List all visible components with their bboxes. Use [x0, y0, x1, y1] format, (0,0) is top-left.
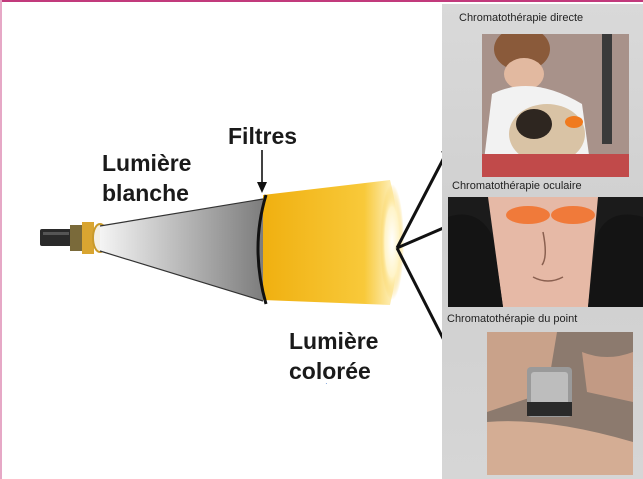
photo-panel: Chromatothérapie directe Chromatothérapi…	[442, 4, 643, 479]
filter-pointer-arrow	[257, 150, 267, 193]
colored-light-line2: colorée	[289, 356, 378, 386]
white-light-beam	[100, 199, 263, 301]
colored-light-line1: Lumière	[289, 326, 378, 356]
direct-therapy-photo	[482, 34, 629, 177]
panel-2-caption: Chromatothérapie oculaire	[452, 180, 582, 192]
colored-light-label: Lumière colorée	[289, 326, 378, 386]
white-light-line1: Lumière	[102, 148, 191, 178]
filters-label: Filtres	[228, 121, 297, 151]
point-therapy-photo	[487, 332, 633, 475]
panel-3-caption: Chromatothérapie du point	[447, 313, 577, 325]
panel-1-caption: Chromatothérapie directe	[459, 12, 583, 24]
white-light-label: Lumière blanche	[102, 148, 191, 208]
colored-light-cone	[263, 180, 398, 305]
flashlight-icon	[40, 222, 107, 254]
ocular-therapy-photo	[448, 197, 643, 307]
white-light-line2: blanche	[102, 178, 191, 208]
